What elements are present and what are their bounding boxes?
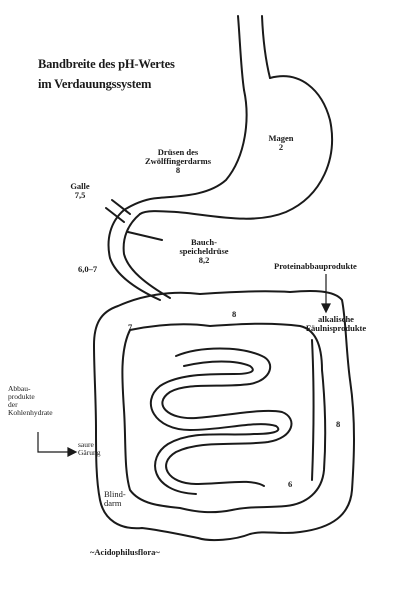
colon-right-ph: 8 (336, 420, 340, 429)
bile-label: Galle 7,5 (62, 182, 98, 200)
carb-products-label: Abbau- produkte der Kohlenhydrate (8, 385, 53, 417)
alkaline-products-label: alkalische Fäulnisprodukte (296, 315, 376, 333)
pancreas-duct (128, 232, 162, 240)
colon-lower-ph: 6 (288, 480, 292, 489)
protein-arrowhead (322, 304, 330, 312)
pancreas-label: Bauch- speicheldrüse 8,2 (164, 238, 244, 265)
carb-arrow (38, 432, 70, 452)
protein-products-label: Proteinabbauprodukte (274, 262, 357, 271)
acid-fermentation-label: saure Gärung (78, 441, 101, 457)
stomach-label: Magen 2 (256, 134, 306, 152)
esophagus-outline-inner (262, 16, 270, 78)
diagram-title-line2: im Verdauungssystem (38, 78, 151, 91)
small-intestine-ph-label: 6,0–7 (78, 265, 97, 274)
carb-arrowhead (68, 448, 76, 456)
diagram-title-line1: Bandbreite des pH-Wertes (38, 58, 175, 71)
colon-left-ph: 7 (128, 323, 132, 332)
esophagus-outline (238, 16, 244, 90)
colon-top-ph: 8 (232, 310, 236, 319)
duodenum-gland-label: Drüsen des Zwölffingerdarms 8 (128, 148, 228, 175)
colon-right-inner (312, 340, 314, 480)
flora-label: ~Acidophilusflora~ (90, 548, 160, 557)
colon-inner (122, 324, 325, 512)
appendix-label: Blind- darm (104, 490, 126, 508)
small-intestine-coil (162, 349, 291, 487)
bile-duct (106, 200, 130, 222)
